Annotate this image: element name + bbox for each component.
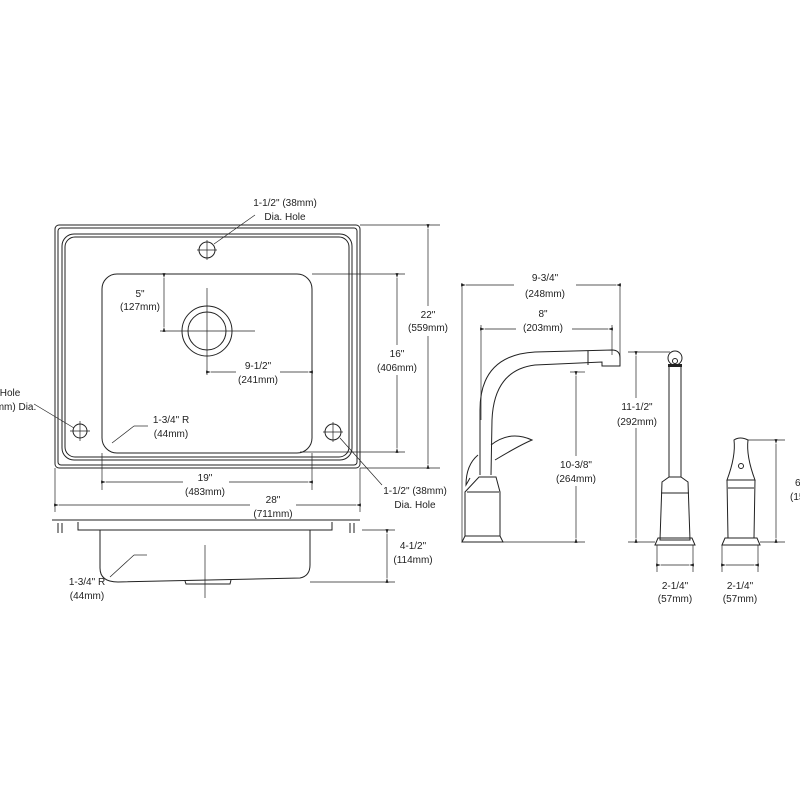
right-hole-icon bbox=[323, 422, 343, 442]
handle-height-label: 6" bbox=[795, 478, 800, 489]
handle-base-label: 2-1/4" bbox=[727, 581, 754, 592]
overall-width-mm: (711mm) bbox=[253, 509, 292, 520]
faucet-spout bbox=[479, 349, 621, 476]
sprayer-height-mm: (292mm) bbox=[617, 417, 657, 428]
spout-reach-label: 8" bbox=[538, 309, 548, 320]
sink-rim bbox=[61, 233, 353, 461]
sprayer-base-label: 2-1/4" bbox=[662, 581, 689, 592]
overall-width-label: 28" bbox=[266, 495, 281, 506]
top-hole-label: 1-1/2" (38mm) bbox=[253, 198, 317, 209]
depth-mm: (114mm) bbox=[393, 555, 432, 566]
depth-label: 4-1/2" bbox=[400, 541, 427, 552]
spout-height-label: 10-3/8" bbox=[560, 460, 592, 471]
corner-radius-mm: (44mm) bbox=[154, 429, 188, 440]
handle-side-view: 6" (152mm) 2-1/4" (57mm) bbox=[721, 437, 800, 605]
left-hole-icon bbox=[70, 421, 90, 441]
right-hole-label: 1-1/2" (38mm) bbox=[383, 486, 447, 497]
faucet-side-view: 9-3/4" (248mm) 8" (203mm) 10-3/8" (264mm… bbox=[461, 272, 621, 543]
handle-base-mm: (57mm) bbox=[723, 594, 757, 605]
sink-top-view: 22" (559mm) 16" (406mm) 5" (127mm) 9-1/2… bbox=[0, 198, 448, 520]
left-hole-label: Hole bbox=[0, 388, 21, 399]
bowl-width-label: 19" bbox=[198, 473, 213, 484]
overall-length-mm: (559mm) bbox=[408, 323, 448, 334]
overall-reach-label: 9-3/4" bbox=[532, 273, 559, 284]
drain-to-edge-label: 9-1/2" bbox=[245, 361, 272, 372]
sprayer-base-mm: (57mm) bbox=[658, 594, 692, 605]
side-radius-mm: (44mm) bbox=[70, 591, 104, 602]
drain-offset-mm: (127mm) bbox=[120, 302, 160, 313]
top-hole-label-2: Dia. Hole bbox=[264, 212, 306, 223]
sink-bowl bbox=[101, 273, 313, 454]
side-radius-label: 1-3/4" R bbox=[69, 577, 105, 588]
sprayer-side-view: 11-1/2" (292mm) 2-1/4" (57mm) bbox=[610, 350, 696, 605]
corner-radius-label: 1-3/4" R bbox=[153, 415, 189, 426]
sink-side-view: 4-1/2" (114mm) 1-3/4" R (44mm) bbox=[52, 519, 433, 602]
spout-reach-mm: (203mm) bbox=[523, 323, 563, 334]
overall-reach-mm: (248mm) bbox=[525, 289, 565, 300]
overall-length-label: 22" bbox=[421, 310, 436, 321]
faucet-lever bbox=[490, 435, 534, 461]
drain-icon bbox=[160, 288, 255, 375]
bowl-length-label: 16" bbox=[390, 349, 405, 360]
bowl-length-mm: (406mm) bbox=[377, 363, 417, 374]
handle-height-mm: (152mm) bbox=[790, 492, 800, 503]
right-hole-label-2: Dia. Hole bbox=[394, 500, 436, 511]
drain-offset-label: 5" bbox=[135, 289, 145, 300]
spout-height-mm: (264mm) bbox=[556, 474, 596, 485]
sink-outline bbox=[54, 224, 361, 469]
faucet-base bbox=[464, 476, 501, 537]
bowl-width-mm: (483mm) bbox=[185, 487, 225, 498]
faucet-hole-icon bbox=[197, 240, 217, 260]
sprayer-height-label: 11-1/2" bbox=[621, 402, 653, 413]
drain-to-edge-mm: (241mm) bbox=[238, 375, 278, 386]
left-hole-label-2: mm) Dia. bbox=[0, 402, 36, 413]
